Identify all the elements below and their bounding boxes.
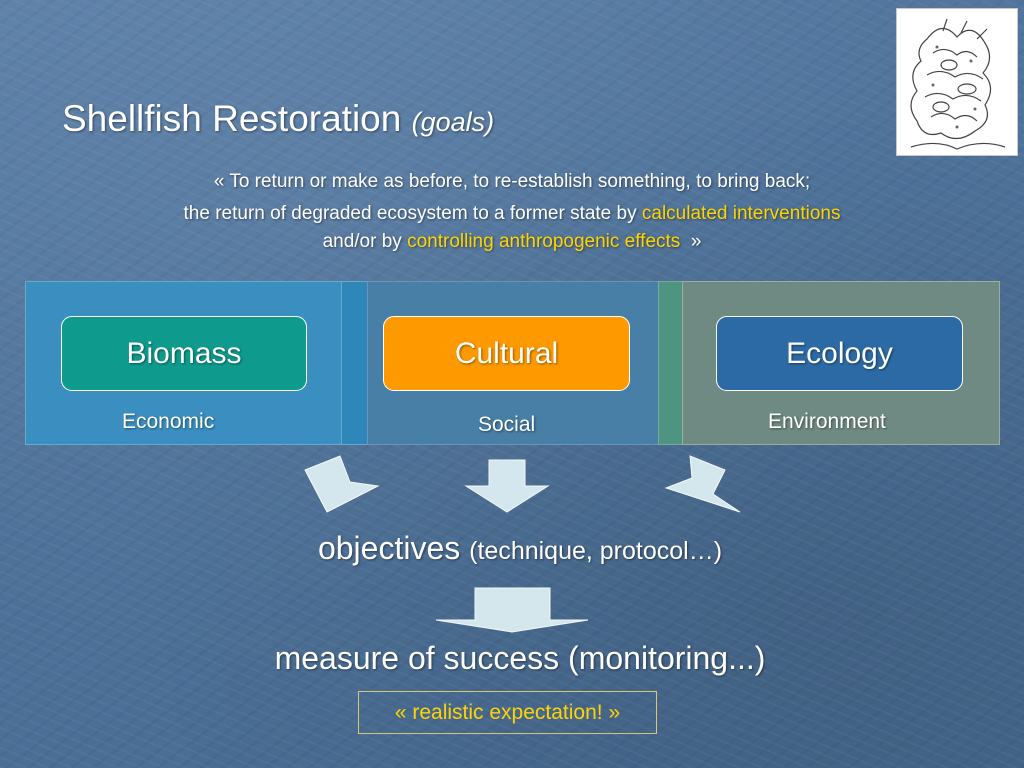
objectives-text: objectives (technique, protocol…) bbox=[0, 530, 1024, 567]
quote-line-2: the return of degraded ecosystem to a fo… bbox=[0, 203, 1024, 225]
quote-line-3: and/or by controlling anthropogenic effe… bbox=[0, 231, 1024, 253]
ecology-box: Ecology bbox=[716, 316, 963, 391]
slide-title: Shellfish Restoration (goals) bbox=[62, 98, 494, 140]
quote-line-2-text: the return of degraded ecosystem to a fo… bbox=[183, 203, 642, 224]
arrow-down-large-icon bbox=[435, 587, 589, 633]
economic-band-edge bbox=[341, 281, 369, 445]
arrow-down-left-icon bbox=[664, 455, 741, 513]
highlight-calculated-interventions: calculated interventions bbox=[641, 203, 841, 224]
cultural-box: Cultural bbox=[383, 316, 630, 391]
measure-of-success: measure of success (monitoring...) bbox=[274, 640, 766, 676]
quote-line-1: « To return or make as before, to re-est… bbox=[213, 171, 811, 192]
shellfish-sketch-icon bbox=[896, 8, 1018, 156]
realistic-expectation-box: « realistic expectation! » bbox=[358, 691, 657, 734]
realistic-expectation-text: « realistic expectation! » bbox=[394, 700, 621, 724]
economic-label: Economic bbox=[122, 410, 215, 433]
arrow-down-icon bbox=[464, 459, 550, 513]
objectives-main: objectives bbox=[317, 530, 461, 566]
highlight-controlling-effects: controlling anthropogenic effects bbox=[407, 231, 681, 252]
biomass-box: Biomass bbox=[61, 316, 307, 391]
quote-line-3-text: and/or by bbox=[322, 231, 408, 252]
title-sub: (goals) bbox=[411, 107, 495, 137]
social-label: Social bbox=[478, 413, 536, 436]
arrow-down-right-icon bbox=[304, 455, 380, 513]
quote-close: » bbox=[680, 231, 702, 252]
environment-label: Environment bbox=[768, 410, 886, 433]
title-main: Shellfish Restoration bbox=[62, 98, 402, 139]
objectives-detail: (technique, protocol…) bbox=[469, 537, 723, 565]
